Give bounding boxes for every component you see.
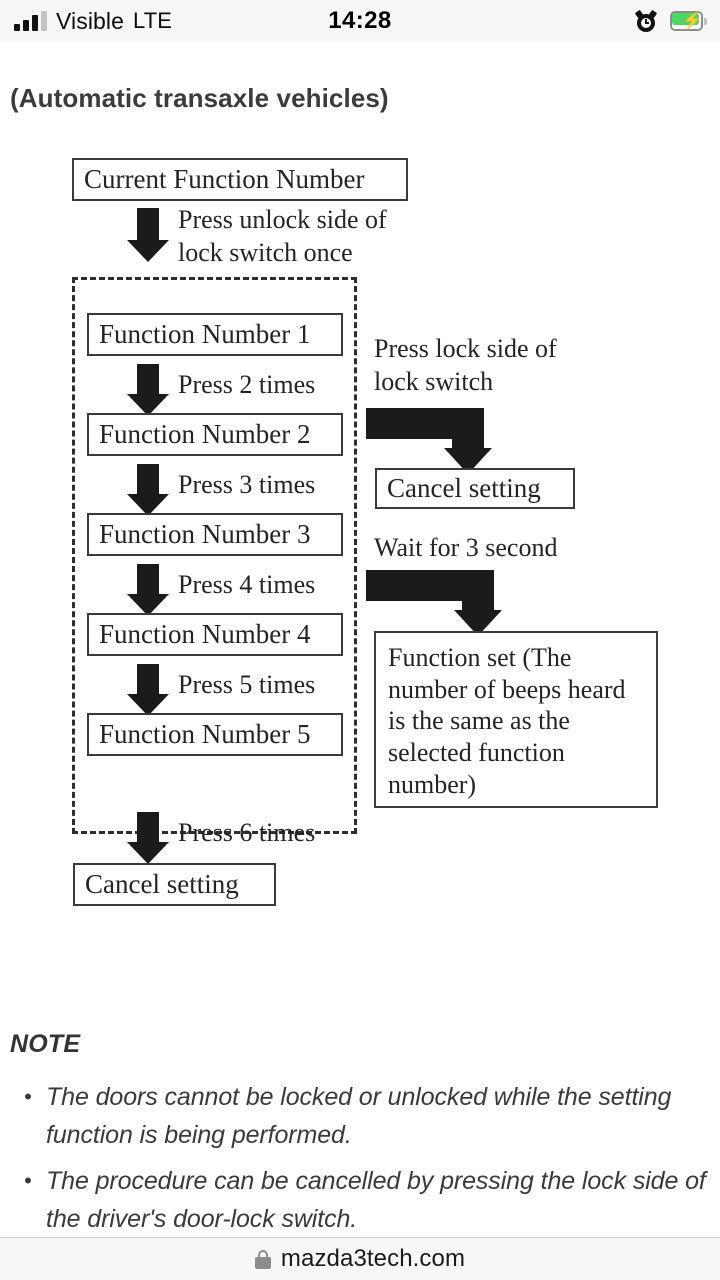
bullet-icon: •: [24, 1084, 32, 1109]
battery-charging-icon: ⚡: [670, 11, 707, 31]
flow-label-press-lock-side: Press lock side of lock switch: [374, 334, 557, 397]
down-arrow-icon-top: [126, 208, 170, 262]
bullet-icon: •: [24, 1168, 32, 1193]
flow-label-wait-3-seconds: Wait for 3 second: [374, 533, 558, 562]
page-title: (Automatic transaxle vehicles): [10, 83, 389, 113]
flow-box-function-number-3: Function Number 3: [87, 513, 343, 556]
flow-box-function-number-2: Function Number 2: [87, 413, 343, 456]
url-label: mazda3tech.com: [280, 1245, 466, 1272]
flow-label-press-3-times: Press 3 times: [178, 470, 316, 499]
network-type-label: LTE: [133, 8, 173, 33]
flow-label-press-6-times: Press 6 times: [178, 818, 316, 847]
flow-box-function-number-4: Function Number 4: [87, 613, 343, 656]
status-bar: Visible LTE 14:28 ⚡: [0, 0, 720, 42]
list-item: • The procedure can be cancelled by pres…: [10, 1162, 710, 1238]
flow-box-current-function-number: Current Function Number: [72, 158, 408, 201]
flow-box-function-number-5: Function Number 5: [87, 713, 343, 756]
elbow-arrow-icon-function-set: [366, 570, 516, 636]
down-arrow-icon-step1: [126, 364, 170, 416]
clock-label: 14:28: [328, 7, 392, 34]
lock-icon: [254, 1249, 271, 1269]
flow-label-press-4-times: Press 4 times: [178, 570, 316, 599]
flow-box-cancel-setting-right: Cancel setting: [375, 468, 575, 509]
flow-box-function-set: Function set (The number of beeps heard …: [374, 631, 658, 808]
flow-label-press-unlock: Press unlock side of lock switch once: [178, 205, 387, 268]
browser-address-bar[interactable]: mazda3tech.com: [0, 1237, 720, 1280]
alarm-clock-icon: [634, 9, 658, 32]
note-heading: NOTE: [10, 1030, 81, 1058]
signal-bars-icon: [14, 11, 47, 31]
down-arrow-icon-step2: [126, 464, 170, 516]
carrier-label: Visible: [56, 7, 125, 34]
flow-box-cancel-setting-bottom: Cancel setting: [73, 863, 276, 906]
dashed-group-box: [72, 277, 357, 834]
down-arrow-icon-step3: [126, 564, 170, 616]
down-arrow-icon-step4: [126, 664, 170, 716]
elbow-arrow-icon-cancel: [366, 408, 506, 474]
page-content: (Automatic transaxle vehicles) Current F…: [0, 42, 720, 1237]
status-bar-right: ⚡: [634, 0, 707, 42]
list-item: • The doors cannot be locked or unlocked…: [10, 1078, 710, 1154]
note-item-text: The procedure can be cancelled by pressi…: [46, 1167, 706, 1233]
note-item-text: The doors cannot be locked or unlocked w…: [46, 1083, 672, 1149]
note-list: • The doors cannot be locked or unlocked…: [10, 1078, 710, 1246]
flow-label-press-2-times: Press 2 times: [178, 370, 316, 399]
flow-label-press-5-times: Press 5 times: [178, 670, 316, 699]
flowchart-diagram: Current Function Number Press unlock sid…: [0, 42, 720, 922]
flow-box-function-number-1: Function Number 1: [87, 313, 343, 356]
status-bar-left: Visible LTE: [14, 0, 172, 42]
down-arrow-icon-exit: [126, 812, 170, 864]
